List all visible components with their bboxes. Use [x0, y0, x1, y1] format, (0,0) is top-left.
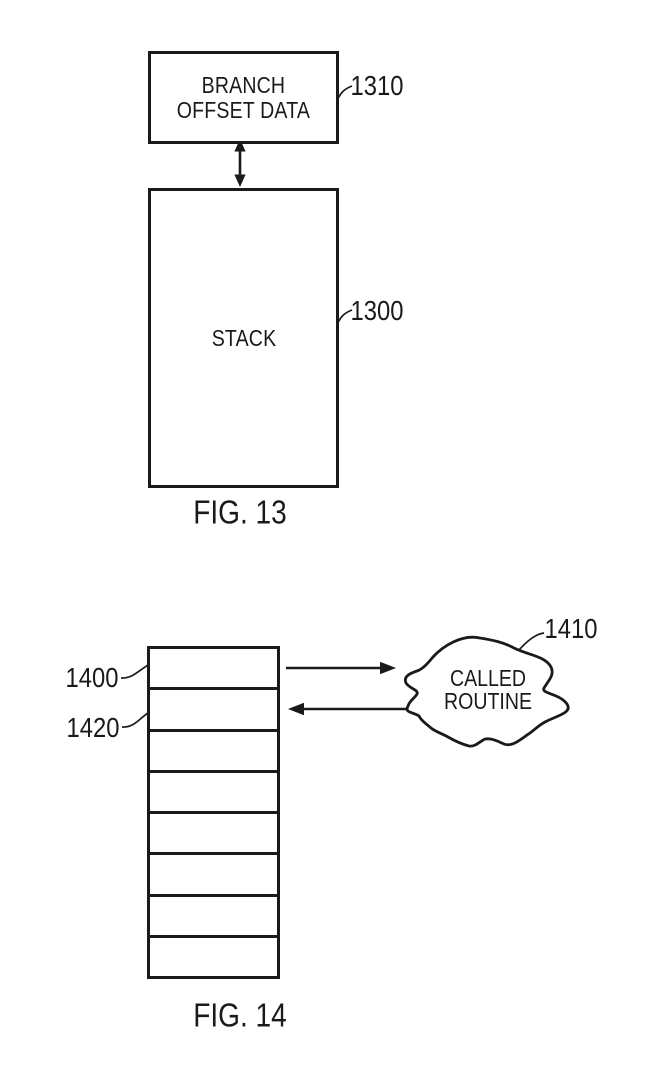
return-arrow: [288, 702, 418, 716]
stack-row: [150, 893, 277, 935]
branch-label-line1: BRANCH: [201, 71, 286, 98]
fig14-caption: FIG. 14: [193, 996, 287, 1034]
fig14-stack: [147, 646, 280, 979]
bidirectional-arrow: [234, 139, 246, 187]
stack-row: [150, 811, 277, 852]
called-routine-line2: ROUTINE: [444, 688, 532, 714]
ref-numeral-1410: 1410: [544, 613, 598, 644]
fig13-caption: FIG. 13: [193, 493, 287, 531]
call-arrow: [286, 661, 396, 675]
stack-row: [150, 687, 277, 728]
called-routine-label: CALLED ROUTINE: [444, 667, 532, 713]
ref-numeral-1310: 1310: [350, 70, 404, 101]
branch-offset-data-label: BRANCH OFFSET DATA: [176, 71, 311, 123]
stack-row: [150, 649, 277, 687]
stack-row: [150, 852, 277, 893]
stack-row: [150, 769, 277, 811]
ref-numeral-1300: 1300: [350, 295, 404, 326]
branch-label-line2: OFFSET DATA: [176, 96, 311, 123]
stack-box: STACK: [148, 188, 339, 488]
stack-row: [150, 728, 277, 770]
ref-numeral-1400: 1400: [65, 662, 119, 693]
stack-row: [150, 934, 277, 976]
leader-line-1410: [518, 632, 545, 651]
branch-offset-data-box: BRANCH OFFSET DATA: [148, 51, 339, 144]
ref-numeral-1420: 1420: [66, 712, 120, 743]
stack-label: STACK: [211, 324, 276, 351]
